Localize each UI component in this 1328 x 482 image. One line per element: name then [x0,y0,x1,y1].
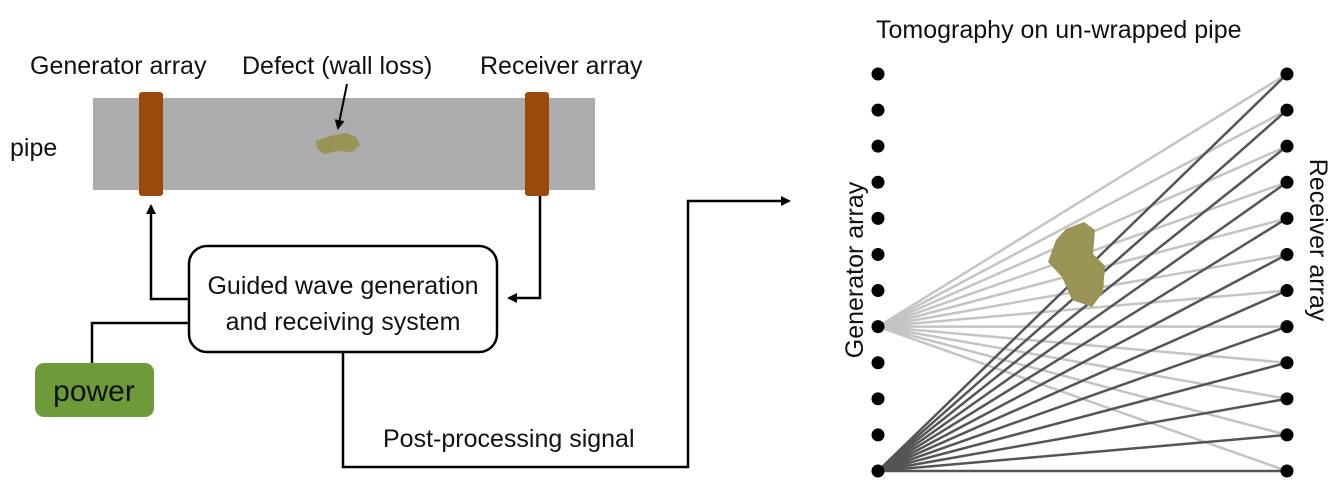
receiver-point [1280,247,1294,261]
receiver-point [1280,464,1294,478]
ray-line [877,145,1288,472]
receiver-point [1280,67,1294,81]
tomography-generator-label: Generator array [841,181,869,358]
receiver-point [1280,392,1294,406]
power-connector [90,321,189,364]
receiver-transducer [525,92,549,196]
defect-arrow [334,83,348,130]
post-processing-arrow [341,196,791,469]
ray-line [877,253,1288,473]
receiver-point [1280,428,1294,442]
generator-point [871,67,885,81]
generator-transducer [139,92,163,196]
system-label-line2: and receiving system [226,308,461,336]
ray-line [877,181,1288,473]
generator-point [871,211,885,225]
generator-point [871,139,885,153]
generator-point [871,103,885,117]
ray-line [877,433,1288,473]
tomography-defect [1048,222,1105,307]
receiver-point [1280,139,1294,153]
ray-line [877,289,1288,473]
generator-point [871,247,885,261]
receiver-point [1280,103,1294,117]
system-to-generator-arrow [146,204,189,301]
power-box [35,363,154,417]
receiver-to-system-arrow [507,196,542,303]
receiver-point [1280,284,1294,298]
ray-line [877,397,1288,473]
ray-line [877,361,1288,473]
post-processing-label: Post-processing signal [383,425,635,453]
tomography-title: Tomography on un-wrapped pipe [876,16,1242,44]
generator-point [871,320,885,334]
generator-point [871,428,885,442]
receiver-point [1280,320,1294,334]
receiver-point [1280,211,1294,225]
generator-point [871,175,885,189]
receiver-array-label: Receiver array [480,52,643,80]
receiver-points [1280,67,1294,478]
system-label-line1: Guided wave generation [207,272,478,300]
ray-line [877,325,1288,473]
pipe-label: pipe [10,134,57,162]
defect-label: Defect (wall loss) [242,52,432,80]
defect-blob [316,133,360,154]
tomography-receiver-label: Receiver array [1304,159,1328,322]
generator-point [871,356,885,370]
generator-point [871,284,885,298]
ray-line [877,217,1288,473]
power-label: power [53,375,135,408]
receiver-point [1280,356,1294,370]
ray-line [877,72,1288,328]
generator-array-label: Generator array [30,52,207,80]
generator-point [871,392,885,406]
generator-point [871,464,885,478]
generator-points [871,67,885,478]
ray-line [877,108,1288,328]
receiver-point [1280,175,1294,189]
